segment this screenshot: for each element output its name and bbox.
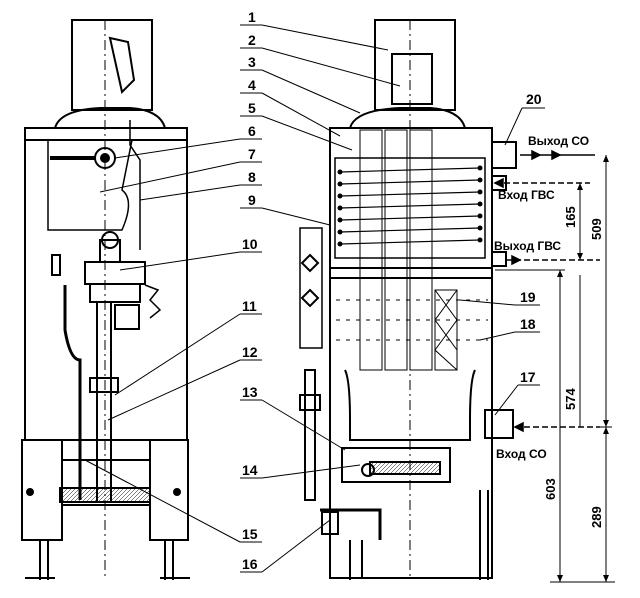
turbulator — [434, 289, 458, 371]
label-inlet-co: Вход СО — [496, 447, 547, 461]
callout-1: 1 — [248, 9, 256, 25]
dim-289: 289 — [589, 506, 604, 528]
callout-13: 13 — [242, 384, 258, 400]
dimension-lines — [495, 155, 615, 583]
right-body — [329, 127, 493, 579]
right-draft-hood — [349, 107, 466, 129]
left-front-panel — [47, 139, 133, 231]
callout-16: 16 — [242, 556, 258, 572]
left-draft-hood — [54, 107, 166, 129]
outlet-hw-nozzle — [491, 251, 507, 267]
callout-numbers: 1 2 3 4 5 6 7 8 9 10 11 12 13 14 15 16 1… — [242, 9, 542, 572]
right-gas-train — [299, 227, 323, 349]
right-gas-pipe — [304, 369, 316, 501]
connection-labels: Выход СО Вход ГВС Выход ГВС Вход СО — [494, 134, 589, 461]
label-outlet-co: Выход СО — [528, 134, 589, 148]
left-capillary — [129, 120, 141, 250]
flow-arrows — [493, 149, 600, 433]
outlet-co-nozzle — [491, 141, 517, 169]
left-gas-pipe — [96, 301, 112, 503]
dimension-texts: 165 509 574 603 289 — [543, 206, 604, 528]
dim-603: 603 — [543, 478, 558, 500]
left-burner — [61, 459, 151, 506]
dim-165: 165 — [563, 206, 578, 228]
callout-17: 17 — [520, 369, 536, 385]
right-flue-pipe — [374, 19, 456, 111]
separator-plate — [329, 267, 493, 279]
callout-9: 9 — [248, 192, 256, 208]
left-pilot-line — [63, 285, 82, 500]
dim-574: 574 — [563, 388, 578, 410]
callout-12: 12 — [242, 344, 258, 360]
callout-2: 2 — [248, 32, 256, 48]
right-foot-panel — [149, 439, 189, 541]
callout-19: 19 — [520, 289, 536, 305]
left-top-cover — [24, 127, 188, 141]
callout-10: 10 — [242, 236, 258, 252]
callout-7: 7 — [248, 146, 256, 162]
callout-11: 11 — [242, 298, 257, 314]
callout-15: 15 — [242, 526, 258, 542]
callout-3: 3 — [248, 54, 256, 70]
callout-8: 8 — [248, 169, 256, 185]
callout-4: 4 — [248, 77, 256, 93]
left-gas-valve — [84, 261, 146, 285]
right-view — [299, 19, 517, 580]
left-view — [21, 19, 190, 580]
left-solenoid — [114, 304, 140, 330]
right-burner — [341, 447, 451, 483]
callout-5: 5 — [248, 100, 256, 116]
label-outlet-hw: Выход ГВС — [494, 239, 561, 253]
leader-lines — [84, 24, 545, 573]
inlet-co-nozzle — [484, 409, 514, 439]
callout-6: 6 — [248, 123, 256, 139]
left-draught-flap — [108, 36, 136, 94]
left-valve-body — [89, 283, 141, 303]
callout-18: 18 — [520, 316, 536, 332]
callout-14: 14 — [242, 462, 258, 478]
left-flue-pipe — [71, 19, 153, 111]
callout-20: 20 — [526, 91, 542, 107]
left-body — [24, 139, 188, 441]
right-draught-flap — [391, 53, 433, 105]
dim-509: 509 — [589, 218, 604, 240]
label-inlet-hw: Вход ГВС — [498, 188, 555, 202]
